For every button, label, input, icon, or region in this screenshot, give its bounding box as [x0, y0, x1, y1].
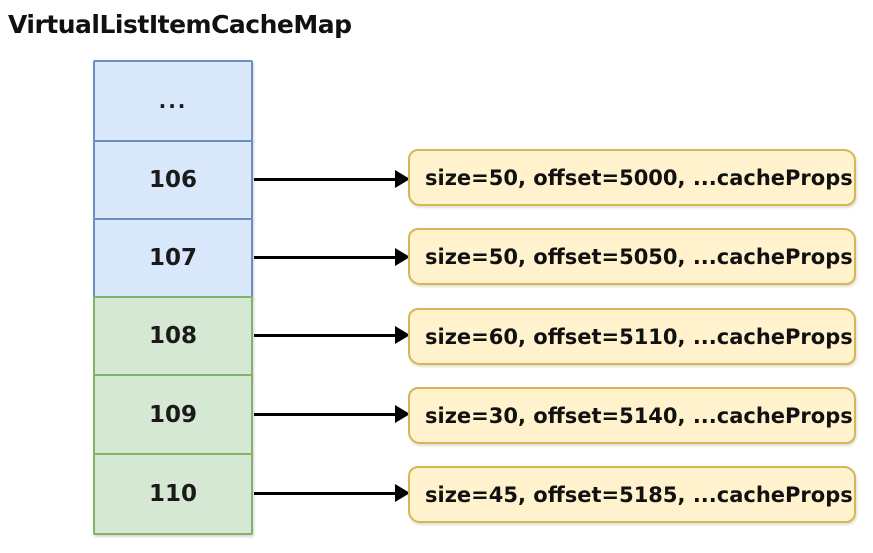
cache-entry-text: size=50, offset=5050, ...cacheProps: [425, 244, 853, 269]
map-cell-108: 108: [93, 296, 253, 376]
cache-entry-110: size=45, offset=5185, ...cacheProps: [408, 466, 856, 523]
cache-entry-109: size=30, offset=5140, ...cacheProps: [408, 387, 856, 444]
cache-entry-text: size=45, offset=5185, ...cacheProps: [425, 482, 853, 507]
arrow-connector-110: [254, 484, 410, 502]
arrow-line: [254, 255, 395, 259]
arrow-head-icon: [395, 405, 410, 423]
arrow-line: [254, 491, 395, 495]
cache-entry-108: size=60, offset=5110, ...cacheProps: [408, 308, 856, 365]
map-cell-label: 107: [148, 245, 197, 271]
map-cell-107: 107: [93, 218, 253, 298]
map-cell-106: 106: [93, 140, 253, 220]
cache-entry-text: size=50, offset=5000, ...cacheProps: [425, 165, 853, 190]
arrow-head-icon: [395, 326, 410, 344]
cache-entry-text: size=30, offset=5140, ...cacheProps: [425, 403, 853, 428]
arrow-line: [254, 177, 395, 181]
map-cell-label: ...: [158, 89, 188, 113]
arrow-line: [254, 412, 395, 416]
map-cell-label: 109: [148, 401, 197, 428]
cache-entry-107: size=50, offset=5050, ...cacheProps: [408, 228, 856, 285]
arrow-head-icon: [395, 484, 410, 502]
cache-entry-text: size=60, offset=5110, ...cacheProps: [425, 324, 853, 349]
arrow-line: [254, 333, 395, 337]
cache-map-column: ... 106 107 108 109 110: [93, 60, 253, 535]
cache-entry-106: size=50, offset=5000, ...cacheProps: [408, 149, 856, 206]
arrow-connector-109: [254, 405, 410, 423]
diagram-title: VirtualListItemCacheMap: [8, 10, 352, 39]
map-cell-110: 110: [93, 453, 253, 535]
arrow-head-icon: [395, 248, 410, 266]
arrow-connector-108: [254, 326, 410, 344]
map-cell-label: 106: [148, 167, 197, 193]
arrow-connector-107: [254, 248, 410, 266]
map-cell-109: 109: [93, 374, 253, 455]
map-cell-ellipsis: ...: [93, 60, 253, 142]
map-cell-label: 108: [148, 323, 197, 349]
arrow-connector-106: [254, 170, 410, 188]
map-cell-label: 110: [148, 481, 197, 507]
arrow-head-icon: [395, 170, 410, 188]
